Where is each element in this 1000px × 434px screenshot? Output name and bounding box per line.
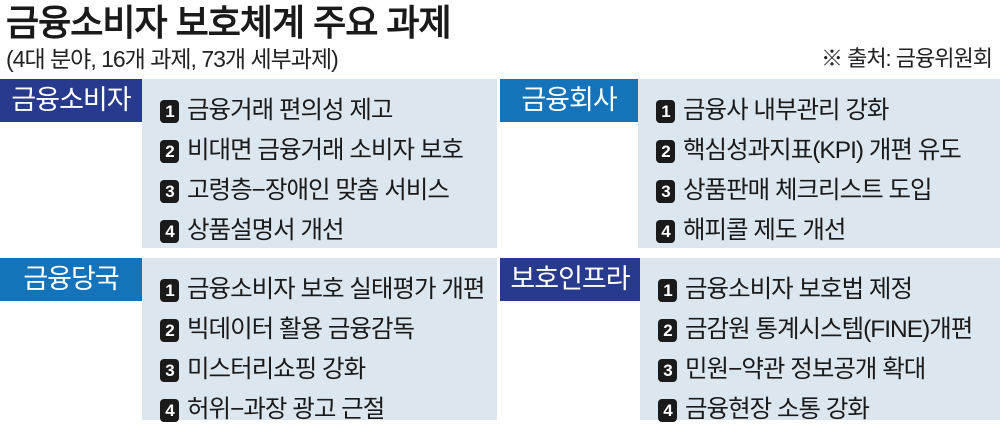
number-badge: 1	[656, 99, 675, 123]
number-badge: 1	[160, 278, 179, 302]
number-badge: 2	[160, 318, 179, 342]
list-item: 4 상품설명서 개선	[160, 211, 463, 251]
number-badge: 3	[160, 358, 179, 382]
section-panel-infra: 1 금융소비자 보호법 제정 2 금감원 통계시스템(FINE)개편 3 민원−약관 …	[640, 258, 1000, 423]
list-item: 3 민원−약관 정보공개 확대	[658, 350, 972, 390]
item-text: 금융소비자 보호 실태평가 개편	[187, 276, 485, 303]
list-item: 3 미스터리쇼핑 강화	[160, 350, 484, 390]
item-text: 상품판매 체크리스트 도입	[683, 177, 933, 204]
item-text: 고령층−장애인 맞춤 서비스	[187, 177, 450, 204]
number-badge: 2	[656, 139, 675, 163]
section-label-infra: 보호인프라	[500, 258, 640, 301]
section-label-consumer: 금융소비자	[0, 79, 142, 122]
number-badge: 2	[160, 139, 179, 163]
number-badge: 4	[160, 219, 179, 243]
section-label-authority: 금융당국	[0, 258, 142, 301]
number-badge: 3	[658, 358, 677, 382]
item-text: 핵심성과지표(KPI) 개편 유도	[683, 137, 962, 164]
list-item: 4 허위−과장 광고 근절	[160, 390, 484, 430]
list-item: 2 빅데이터 활용 금융감독	[160, 310, 484, 350]
item-text: 민원−약관 정보공개 확대	[685, 356, 926, 383]
list-item: 4 금융현장 소통 강화	[658, 390, 972, 430]
number-badge: 3	[160, 179, 179, 203]
number-badge: 4	[658, 398, 677, 422]
list-item: 2 금감원 통계시스템(FINE)개편	[658, 310, 973, 350]
list-item: 2 비대면 금융거래 소비자 보호	[160, 131, 464, 171]
source-note: ※ 출처: 금융위원회	[820, 46, 993, 71]
item-text: 금융거래 편의성 제고	[187, 97, 393, 124]
list-item: 1 금융소비자 보호법 제정	[658, 270, 972, 310]
item-text: 금융현장 소통 강화	[685, 396, 870, 423]
number-badge: 4	[160, 398, 179, 422]
section-label-company: 금융회사	[500, 79, 638, 122]
item-text: 금융소비자 보호법 제정	[685, 276, 913, 303]
item-text: 상품설명서 개선	[187, 217, 345, 244]
list-item: 3 고령층−장애인 맞춤 서비스	[160, 171, 463, 211]
list-item: 3 상품판매 체크리스트 도입	[656, 171, 961, 211]
list-item: 1 금융거래 편의성 제고	[160, 91, 463, 131]
list-item: 4 해피콜 제도 개선	[656, 211, 961, 251]
section-panel-company: 1 금융사 내부관리 강화 2 핵심성과지표(KPI) 개편 유도 3 상품판매 체크…	[638, 79, 1000, 248]
section-panel-consumer: 1 금융거래 편의성 제고 2 비대면 금융거래 소비자 보호 3 고령층−장애인 맞…	[142, 79, 497, 248]
number-badge: 1	[160, 99, 179, 123]
item-text: 미스터리쇼핑 강화	[187, 356, 366, 383]
page-title: 금융소비자 보호체계 주요 과제	[6, 2, 452, 43]
number-badge: 3	[656, 179, 675, 203]
number-badge: 4	[656, 219, 675, 243]
item-text: 허위−과장 광고 근절	[187, 396, 385, 423]
item-text: 금감원 통계시스템(FINE)개편	[685, 316, 973, 343]
number-badge: 2	[658, 318, 677, 342]
list-item: 2 핵심성과지표(KPI) 개편 유도	[656, 131, 962, 171]
subtitle: (4대 분야, 16개 과제, 73개 세부과제)	[6, 46, 339, 72]
number-badge: 1	[658, 278, 677, 302]
section-panel-authority: 1 금융소비자 보호 실태평가 개편 2 빅데이터 활용 금융감독 3 미스터리쇼핑 …	[142, 258, 497, 423]
list-item: 1 금융소비자 보호 실태평가 개편	[160, 270, 485, 310]
item-text: 해피콜 제도 개선	[683, 217, 846, 244]
item-text: 비대면 금융거래 소비자 보호	[187, 137, 464, 164]
item-text: 빅데이터 활용 금융감독	[187, 316, 415, 343]
item-text: 금융사 내부관리 강화	[683, 97, 889, 124]
list-item: 1 금융사 내부관리 강화	[656, 91, 961, 131]
